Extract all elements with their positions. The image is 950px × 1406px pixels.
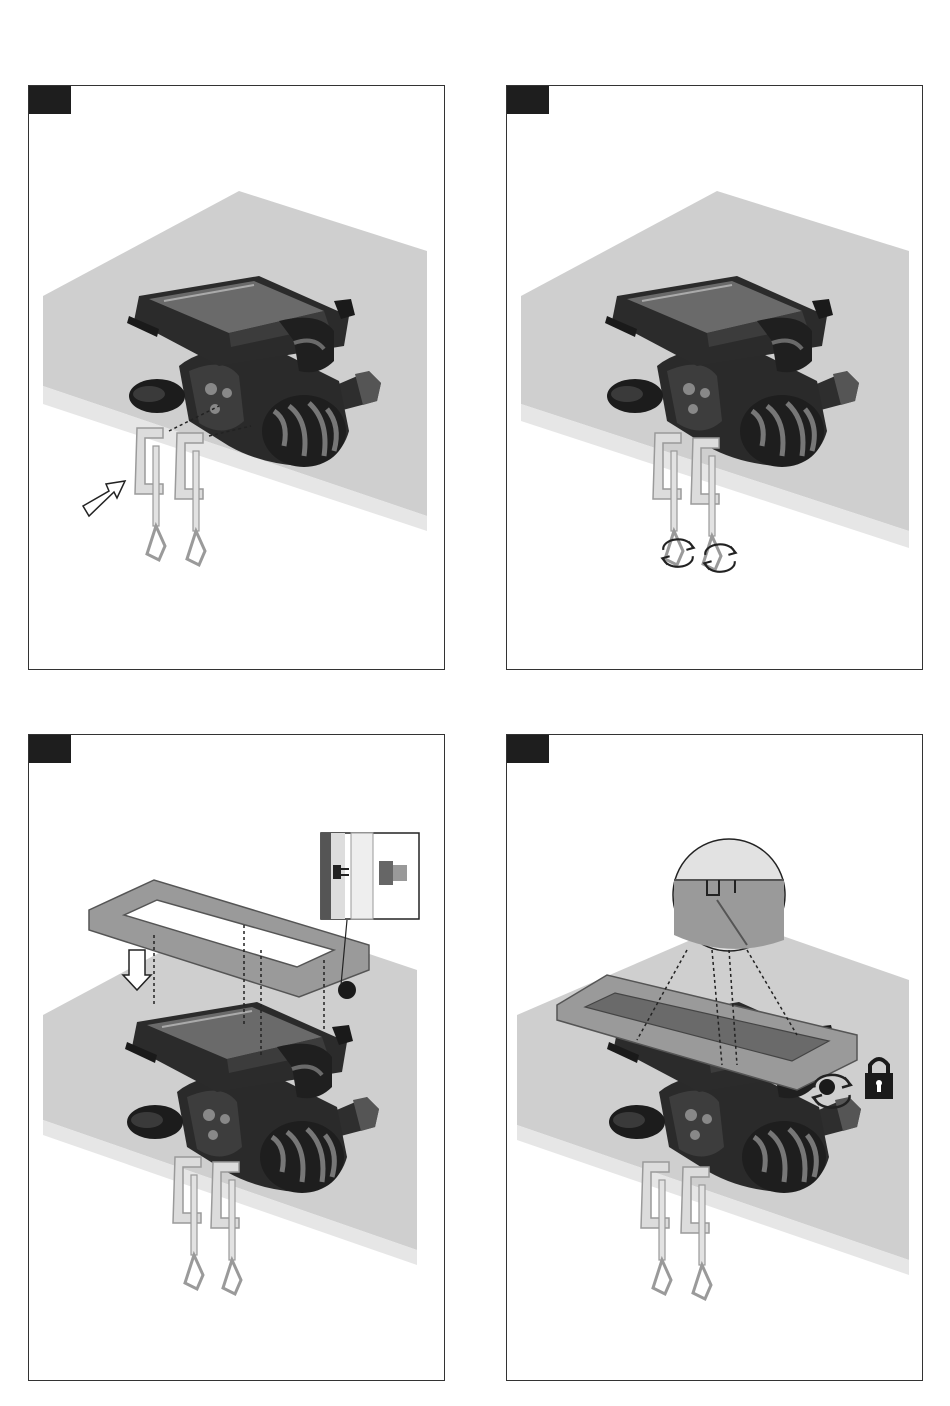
clamp-icon: [135, 428, 165, 560]
panel-4: [506, 734, 923, 1381]
panel-1: [28, 85, 445, 670]
outline-arrow-icon: [83, 481, 125, 516]
illustration-clamp-tighten: [507, 86, 923, 670]
illustration-frame-lock: [507, 735, 923, 1381]
illustration-clamp-attach: [29, 86, 445, 670]
panel-3: [28, 734, 445, 1381]
panel-2: [506, 85, 923, 670]
illustration-frame-mount: [29, 735, 445, 1381]
